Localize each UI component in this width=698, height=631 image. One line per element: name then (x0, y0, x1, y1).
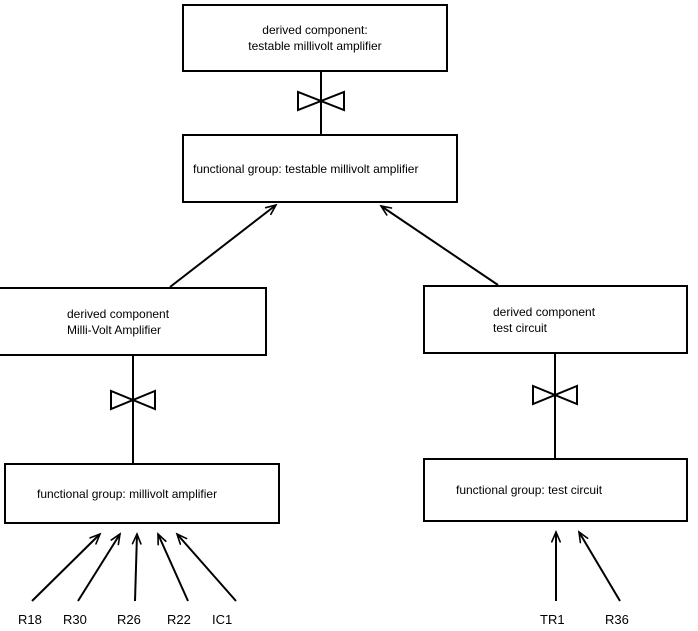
node-fg-millivolt-amplifier[interactable]: functional group: millivolt amplifier (4, 463, 280, 524)
node-derived-test-circuit[interactable]: derived component test circuit (423, 285, 688, 354)
arrow-ic1 (175, 532, 237, 602)
node-label-line-1: functional group: testable millivolt amp… (193, 161, 419, 176)
node-label-line-2: Milli-Volt Amplifier (67, 322, 162, 337)
node-label-line-1: derived component (493, 304, 596, 319)
node-derived-milli-volt-amplifier[interactable]: derived component Milli-Volt Amplifier (0, 287, 267, 356)
leaf-label-r26: R26 (117, 612, 141, 627)
connector-derived-to-fg-left (110, 356, 156, 463)
node-label-line-1: derived component: (262, 23, 368, 37)
arrow-test-circuit-to-testable (379, 204, 499, 286)
arrow-milli-volt-to-testable (169, 203, 278, 288)
leaf-label-r36: R36 (605, 612, 629, 627)
arrow-r22 (157, 532, 189, 602)
leaf-label-r18: R18 (18, 612, 42, 627)
arrow-r36 (577, 530, 621, 602)
node-label-line-1: functional group: millivolt amplifier (37, 486, 218, 501)
node-label-line-1: derived component (67, 306, 170, 321)
node-label-line-2: test circuit (493, 320, 548, 335)
node-derived-testable-millivolt-amplifier[interactable]: derived component: testable millivolt am… (182, 4, 448, 72)
connector-derived-to-fg-top (297, 72, 345, 134)
leaf-label-r22: R22 (167, 612, 191, 627)
connector-derived-to-fg-right (532, 354, 578, 458)
node-label-line-2: testable millivolt amplifier (248, 39, 382, 53)
arrow-r26 (131, 531, 142, 602)
leaf-label-tr1: TR1 (540, 612, 565, 627)
node-fg-testable-millivolt-amplifier[interactable]: functional group: testable millivolt amp… (182, 134, 458, 203)
leaf-label-ic1: IC1 (212, 612, 233, 627)
arrow-r30 (77, 532, 122, 602)
arrow-r18 (31, 532, 102, 602)
node-label-line-1: functional group: test circuit (456, 483, 603, 497)
node-fg-test-circuit[interactable]: functional group: test circuit (423, 458, 688, 522)
leaf-label-r30: R30 (63, 612, 87, 627)
